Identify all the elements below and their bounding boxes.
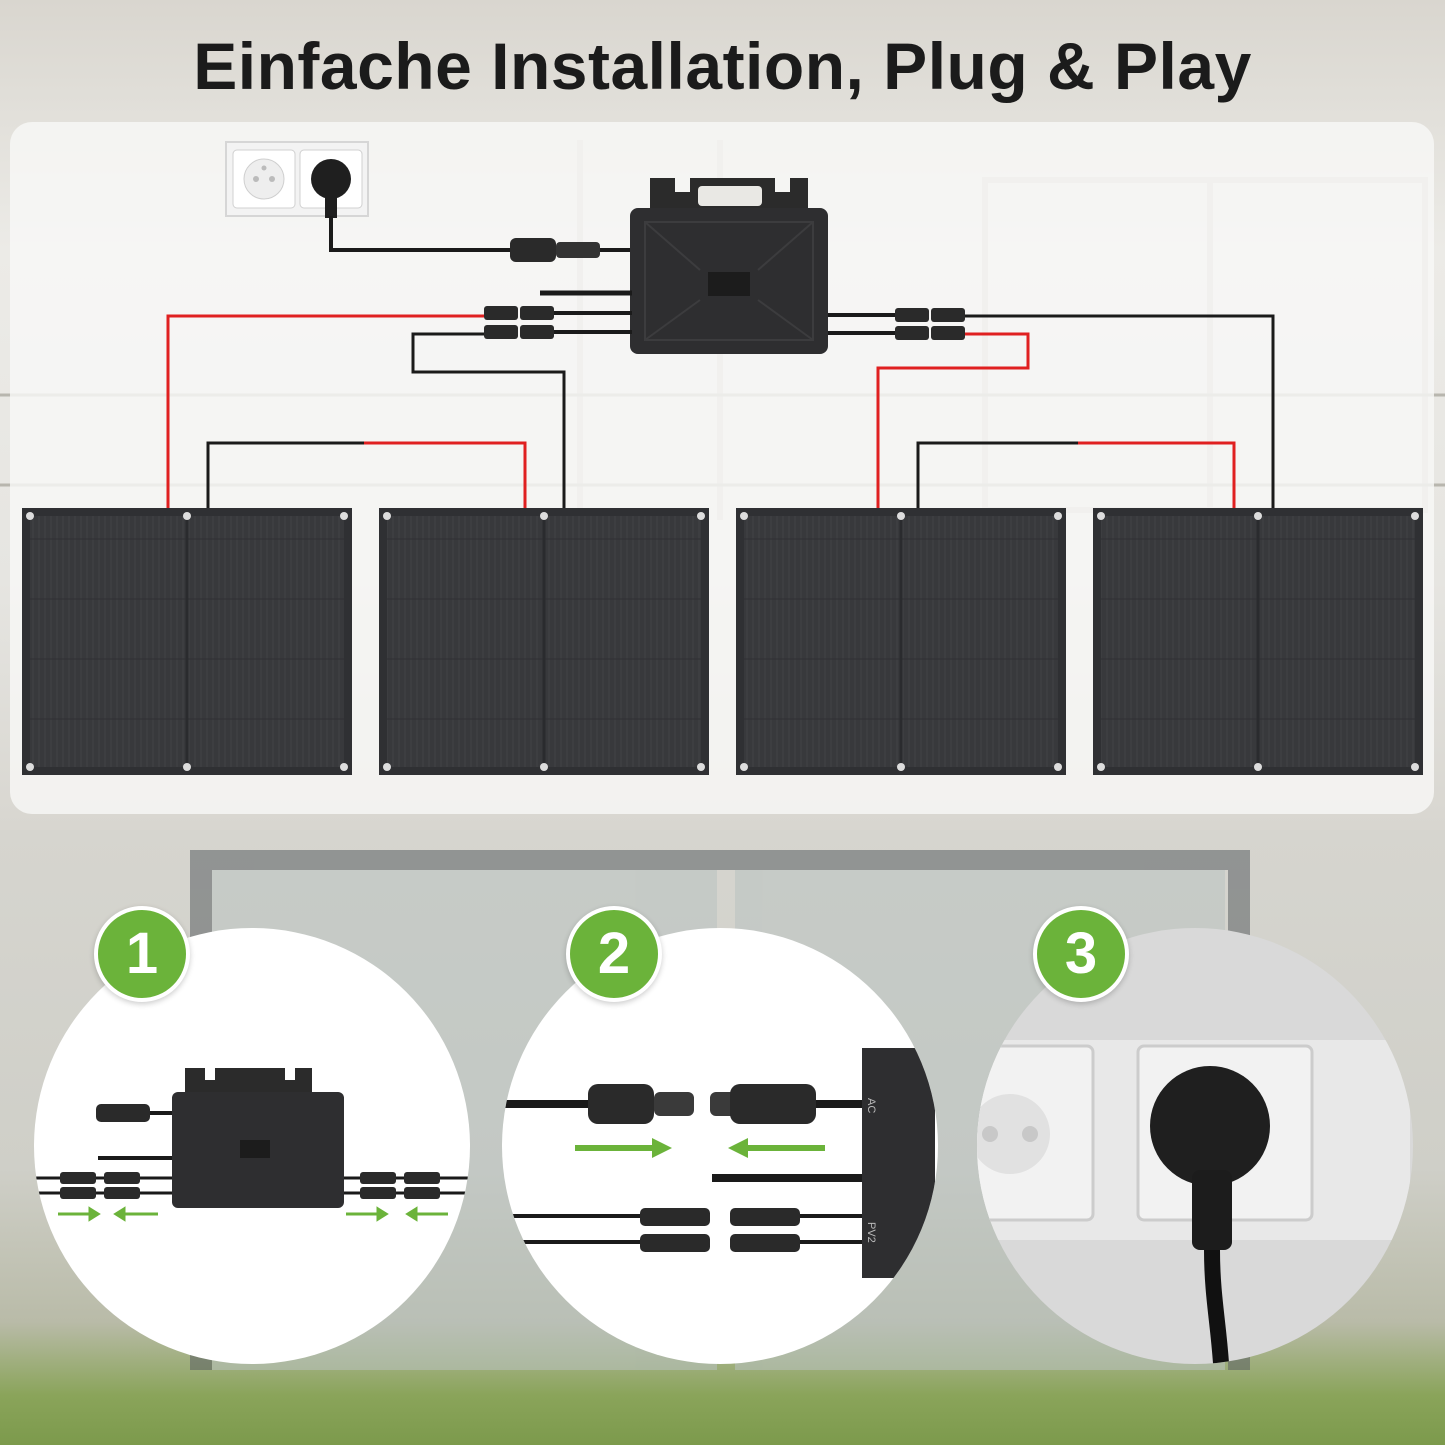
inverter-ac-label: AC [865, 1098, 877, 1113]
connector-icon [828, 308, 965, 340]
step-1-image [34, 928, 470, 1364]
wall-socket-icon [225, 141, 369, 217]
connector-icon [510, 238, 600, 262]
arrow-icon [575, 1138, 825, 1158]
page-title: Einfache Installation, Plug & Play [193, 29, 1252, 103]
solar-panel-icon [1093, 508, 1423, 775]
step-1-badge: 1 [94, 906, 190, 1002]
plug-icon [1150, 1066, 1270, 1364]
solar-panel-icon [736, 508, 1066, 775]
solar-panel-icon [22, 508, 352, 775]
arrow-icon [58, 1206, 448, 1222]
connector-icon [484, 306, 632, 339]
solar-panel-icon [379, 508, 709, 775]
step-2-image: AC PV2 [502, 928, 938, 1364]
step-3-image [977, 928, 1413, 1364]
step-3-badge: 3 [1033, 906, 1129, 1002]
inverter-icon [630, 178, 828, 354]
step-2-badge: 2 [566, 906, 662, 1002]
plug-icon [311, 159, 351, 218]
inverter-pv2-label: PV2 [865, 1222, 877, 1243]
